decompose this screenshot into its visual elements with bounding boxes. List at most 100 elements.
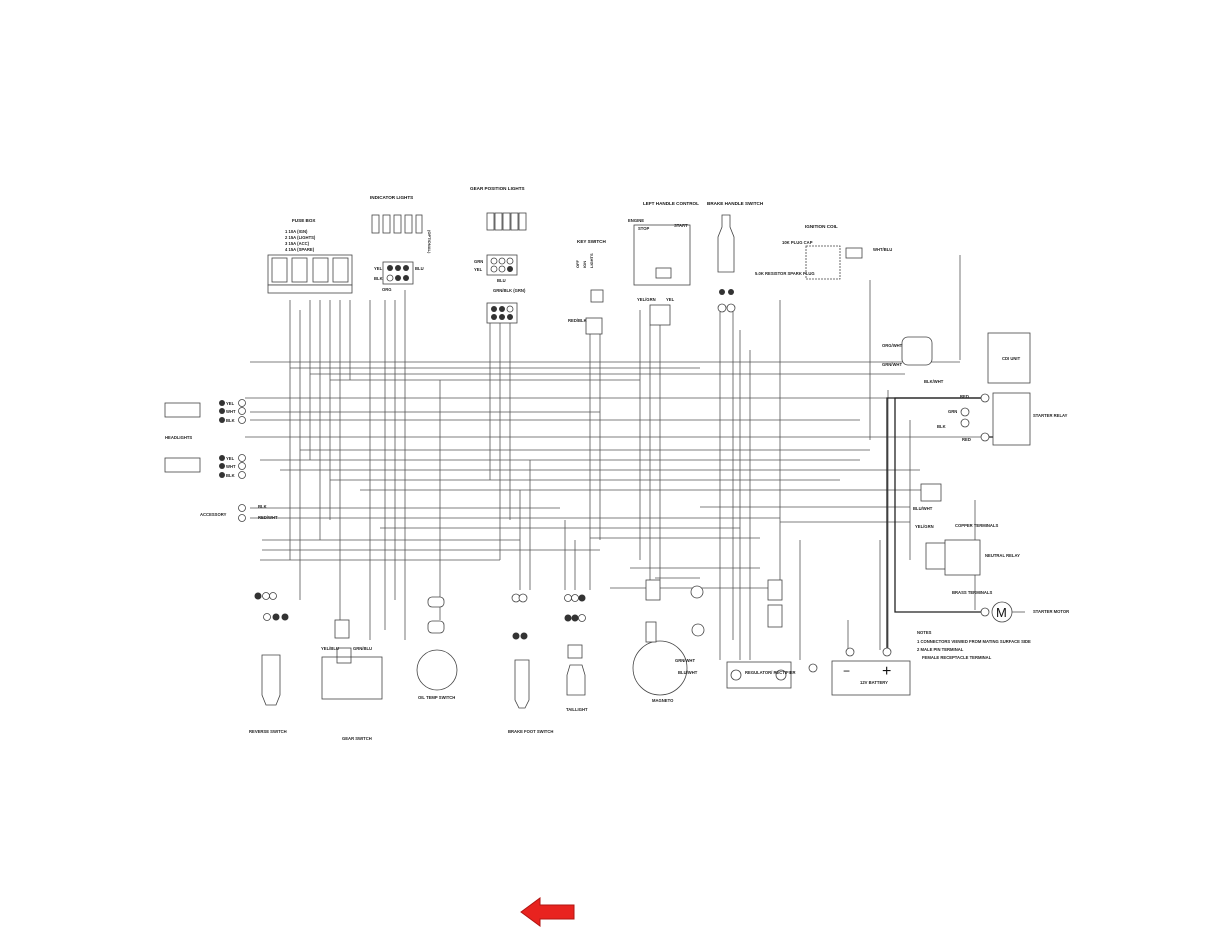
gear-position-lights-label: GEAR POSITION LIGHTS bbox=[470, 186, 525, 191]
gear-position-lights: GEAR POSITION LIGHTS GRN YEL BLU GRN/BLK… bbox=[470, 186, 527, 324]
wire-label: YEL bbox=[666, 297, 675, 302]
wire-label: BLU bbox=[415, 266, 424, 271]
wire-label: BLU/WHT bbox=[678, 670, 698, 675]
regulator-rectifier: REGULATOR/ RECTIFIER bbox=[726, 579, 796, 689]
wire-label: ORG bbox=[382, 287, 392, 292]
wire-label: YEL bbox=[374, 266, 383, 271]
wire-label: RED bbox=[962, 437, 971, 442]
wire-label: BLK bbox=[374, 276, 383, 281]
wire-label: GRN/BLU bbox=[353, 646, 372, 651]
key-switch: KEY SWITCH OFF IGN LIGHTS RED/BLK bbox=[568, 239, 606, 335]
accessory: ACCESSORY BLK RED/WHT bbox=[200, 504, 278, 522]
headlights-label: HEADLIGHTS bbox=[165, 435, 192, 440]
magneto: GRN/WHT BLU/WHT MAGNETO bbox=[632, 579, 705, 703]
battery-cable bbox=[886, 397, 985, 648]
wire-label: BLU bbox=[497, 278, 506, 283]
oil-temp-switch-label: OIL TEMP SWITCH bbox=[418, 695, 455, 700]
optional-label: (OPTIONAL) bbox=[427, 230, 432, 254]
battery-minus: − bbox=[843, 664, 850, 678]
fuse-box-label: FUSE BOX bbox=[292, 218, 316, 223]
notes: NOTES 1 CONNECTORS VIEWED FROM MATING SU… bbox=[917, 630, 1031, 660]
starter-relay: STARTER RELAY RED GRN BLK RED bbox=[937, 392, 1068, 446]
accessory-label: ACCESSORY bbox=[200, 512, 227, 517]
brake-foot-switch: BRAKE FOOT SWITCH bbox=[508, 593, 553, 734]
wire-label: RED/BLK bbox=[568, 318, 587, 323]
indicator-lights: INDICATOR LIGHTS (OPTIONAL) YEL BLK ORG … bbox=[370, 195, 432, 292]
notes-title: NOTES bbox=[917, 630, 932, 635]
wire-label: WHT bbox=[226, 464, 236, 469]
left-handle-control: LEFT HANDLE CONTROL ENGINE STOP START YE… bbox=[628, 201, 699, 326]
headlights: YEL WHT BLK YEL WHT BLK HEADLIGHTS bbox=[164, 399, 246, 479]
note-item: FEMALE RECEPTACLE TERMINAL bbox=[922, 655, 992, 660]
reverse-switch: REVERSE SWITCH bbox=[249, 592, 289, 734]
oil-temp-switch: OIL TEMP SWITCH bbox=[416, 596, 458, 700]
wire-label: YEL/BLU bbox=[321, 646, 339, 651]
wire-label: RED/WHT bbox=[258, 515, 278, 520]
start-label: START bbox=[674, 223, 688, 228]
wire-label: YEL/GRN bbox=[637, 297, 656, 302]
neutral-relay-label: NEUTRAL RELAY bbox=[985, 553, 1020, 558]
key-switch-label: KEY SWITCH bbox=[577, 239, 606, 244]
engine-label: ENGINE bbox=[628, 218, 644, 223]
gear-switch-label: GEAR SWITCH bbox=[342, 736, 372, 741]
starter-motor: M STARTER MOTOR bbox=[980, 601, 1069, 623]
wire-label: GRN bbox=[474, 259, 483, 264]
key-position: IGN bbox=[582, 261, 587, 268]
battery-label: 12V BATTERY bbox=[860, 680, 888, 685]
magneto-label: MAGNETO bbox=[652, 698, 674, 703]
battery-cable bbox=[894, 397, 985, 613]
wire-label: WHT bbox=[226, 409, 236, 414]
starter-motor-label: STARTER MOTOR bbox=[1033, 609, 1069, 614]
reverse-switch-label: REVERSE SWITCH bbox=[249, 729, 287, 734]
wire-label: WHT/BLU bbox=[873, 247, 892, 252]
wire-label: RED bbox=[960, 394, 969, 399]
neutral-relay: BLU/WHT YEL/GRN COPPER TERMINALS NEUTRAL… bbox=[913, 483, 1020, 595]
key-position: LIGHTS bbox=[589, 253, 594, 268]
wire-label: GRN/BLK (GRN) bbox=[493, 288, 526, 293]
brass-terminals-label: BRASS TERMINALS bbox=[952, 590, 992, 595]
red-left-arrow-icon bbox=[520, 897, 575, 927]
wire-label: GRN/WHT bbox=[675, 658, 695, 663]
taillight: TAILLIGHT bbox=[564, 594, 588, 712]
stop-label: STOP bbox=[638, 226, 650, 231]
wire-label: BLK bbox=[226, 418, 235, 423]
wire-label: GRN bbox=[948, 409, 957, 414]
copper-terminals-label: COPPER TERMINALS bbox=[955, 523, 998, 528]
wire-label: BLK bbox=[937, 424, 946, 429]
wire-label: BLK bbox=[258, 504, 267, 509]
brake-handle-switch-label: BRAKE HANDLE SWITCH bbox=[707, 201, 764, 206]
back-arrow-button[interactable] bbox=[520, 897, 576, 927]
wire-label: YEL bbox=[226, 456, 235, 461]
wire-label: BLK bbox=[226, 473, 235, 478]
ignition-coil: IGNITION COIL 10K PLUG CAP 5.0K RESISTOR… bbox=[755, 224, 892, 280]
note-item: 2 MALE PIN TERMINAL bbox=[917, 647, 964, 652]
key-position: OFF bbox=[575, 259, 580, 268]
note-item: 1 CONNECTORS VIEWED FROM MATING SURFACE … bbox=[917, 639, 1031, 644]
fuse-rating: 2 15A (LIGHTS) bbox=[285, 235, 316, 240]
fuse-rating: 4 15A (SPARE) bbox=[285, 247, 315, 252]
wire-label: BLU/WHT bbox=[913, 506, 933, 511]
plug-cap-label: 10K PLUG CAP bbox=[782, 240, 813, 245]
resistor-plug-label: 5.0K RESISTOR SPARK PLUG bbox=[755, 271, 815, 276]
ignition-coil-label: IGNITION COIL bbox=[805, 224, 838, 229]
regulator-label: REGULATOR/ RECTIFIER bbox=[745, 670, 796, 675]
fuse-rating: 3 15A (ACC) bbox=[285, 241, 310, 246]
motor-symbol: M bbox=[996, 605, 1007, 620]
brake-foot-switch-label: BRAKE FOOT SWITCH bbox=[508, 729, 553, 734]
gear-switch: YEL/BLU GRN/BLU GEAR SWITCH bbox=[321, 619, 383, 741]
taillight-label: TAILLIGHT bbox=[566, 707, 588, 712]
starter-relay-label: STARTER RELAY bbox=[1033, 413, 1068, 418]
wire-label: BLK/WHT bbox=[924, 379, 944, 384]
fuse-box: FUSE BOX 1 10A (IGN) 2 15A (LIGHTS) 3 15… bbox=[267, 218, 353, 294]
cdi-unit-label: CDI UNIT bbox=[1002, 356, 1021, 361]
wire-label: GRN/WHT bbox=[882, 362, 902, 367]
left-handle-control-label: LEFT HANDLE CONTROL bbox=[643, 201, 699, 206]
cdi-unit: CDI UNIT ORG/WHT GRN/WHT BLK/WHT bbox=[882, 332, 1031, 384]
indicator-lights-label: INDICATOR LIGHTS bbox=[370, 195, 413, 200]
wire-label: ORG/WHT bbox=[882, 343, 903, 348]
battery: − + 12V BATTERY bbox=[808, 647, 911, 696]
wires bbox=[245, 255, 1030, 660]
wire-label: YEL bbox=[226, 401, 235, 406]
wire-label: YEL bbox=[474, 267, 483, 272]
